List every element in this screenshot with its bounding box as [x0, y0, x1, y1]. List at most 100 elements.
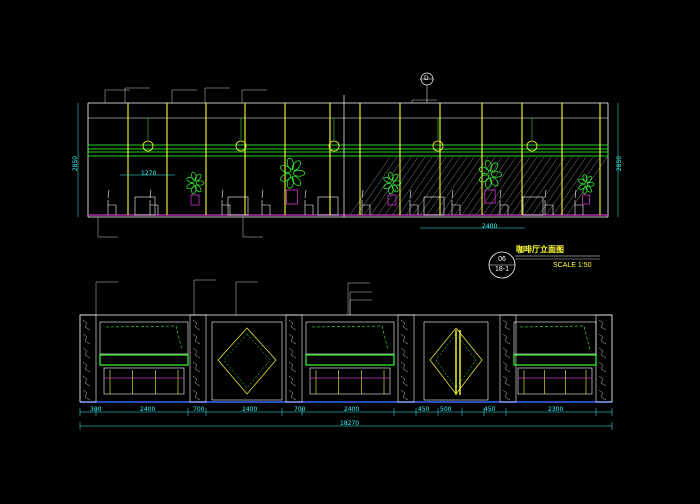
top-elevation — [77, 72, 619, 238]
plant-leaf — [585, 175, 592, 183]
door-frame — [211, 321, 283, 401]
span-dimension: 2400 — [482, 223, 498, 230]
marble-vein — [288, 375, 297, 387]
plant-leaf — [489, 176, 499, 187]
plant-leaf — [286, 157, 295, 170]
marble-vein — [192, 347, 201, 359]
plant-leaf — [280, 173, 292, 182]
marble-vein — [502, 361, 511, 373]
plant-leaf — [485, 177, 492, 189]
table — [317, 196, 339, 216]
title-block — [488, 251, 600, 279]
plant — [383, 171, 402, 206]
top-columns — [127, 103, 601, 215]
plant-leaf — [490, 171, 503, 178]
lamp-shade — [328, 140, 340, 152]
lamp-shade — [235, 140, 247, 152]
plant-leaf — [291, 160, 301, 171]
marble-vein — [288, 361, 297, 373]
counter-band — [513, 354, 597, 366]
column-outline — [397, 314, 415, 403]
counter-glass — [519, 325, 591, 351]
chair — [409, 189, 419, 215]
dimension-ticks — [79, 408, 613, 430]
marble-vein — [192, 375, 201, 387]
marble-vein — [82, 375, 91, 387]
marble-vein — [288, 333, 297, 345]
marble-column — [285, 314, 303, 403]
leader-lines-top — [97, 87, 437, 238]
leader — [171, 89, 197, 103]
plant-leaf — [388, 185, 394, 195]
bottom-dim-3: 700 — [193, 406, 205, 413]
marble-vein — [400, 375, 409, 387]
hatch-line — [440, 156, 482, 216]
green-rail-bottom — [87, 151, 609, 157]
plant-leaf — [489, 162, 499, 173]
leader — [104, 89, 130, 103]
plant-leaf — [478, 174, 490, 183]
plant-leaf — [293, 169, 305, 177]
marble-vein — [598, 347, 607, 359]
plant-leaf — [191, 185, 197, 195]
section-marker-label: D — [424, 75, 429, 82]
lamp-shade — [142, 140, 154, 152]
plant — [280, 157, 305, 205]
plant-pot — [484, 189, 496, 204]
plant-pot — [582, 194, 591, 205]
plant-leaf — [186, 183, 195, 190]
marble-vein — [288, 347, 297, 359]
marble-vein — [82, 319, 91, 331]
marble-vein — [502, 375, 511, 387]
display-counter — [305, 321, 395, 395]
marble-vein — [192, 361, 201, 373]
leader — [95, 281, 118, 315]
furniture-group — [107, 189, 584, 216]
bottom-dim-6: 2400 — [344, 406, 360, 413]
plant-leaf — [383, 183, 392, 190]
hatch-line — [503, 156, 545, 216]
column-outline — [285, 314, 303, 403]
leader — [193, 279, 216, 315]
plant — [478, 160, 503, 204]
plant-leaf — [280, 164, 292, 173]
bay-dimension: 1270 — [141, 170, 157, 177]
hatch-line — [405, 156, 447, 216]
door-frame — [423, 321, 489, 401]
counter-glass — [105, 325, 183, 351]
hatch-line — [398, 156, 440, 216]
leader — [124, 87, 150, 103]
sheet-page: 18-1 — [494, 266, 509, 273]
plant — [186, 171, 205, 206]
bottom-dim-5: 700 — [294, 406, 306, 413]
diamond-door — [211, 321, 283, 401]
marble-column — [79, 314, 97, 403]
hatch-line — [552, 156, 594, 216]
hatch-line — [510, 156, 552, 216]
display-counter — [513, 321, 597, 395]
lamp-shade — [526, 140, 538, 152]
chair — [451, 189, 461, 215]
marble-vein — [82, 347, 91, 359]
bottom-dim-7: 450 — [418, 406, 430, 413]
plant-leaf — [578, 178, 586, 185]
leader — [349, 299, 372, 315]
leader — [242, 217, 263, 238]
plant-leaf — [194, 173, 202, 182]
marble-vein — [288, 319, 297, 331]
plant-pot — [190, 194, 200, 206]
hatch-line — [377, 156, 419, 216]
marble-vein — [400, 347, 409, 359]
table — [134, 196, 156, 216]
plant-leaf — [383, 177, 392, 183]
marble-vein — [400, 333, 409, 345]
chair — [261, 189, 271, 215]
marble-column — [499, 314, 517, 403]
leader — [411, 99, 437, 103]
bottom-total-dim: 18270 — [340, 420, 360, 427]
column-outline — [189, 314, 207, 403]
left-height-dimension: 2850 — [72, 155, 80, 172]
marble-vein — [82, 361, 91, 373]
plant-pot — [285, 189, 298, 205]
